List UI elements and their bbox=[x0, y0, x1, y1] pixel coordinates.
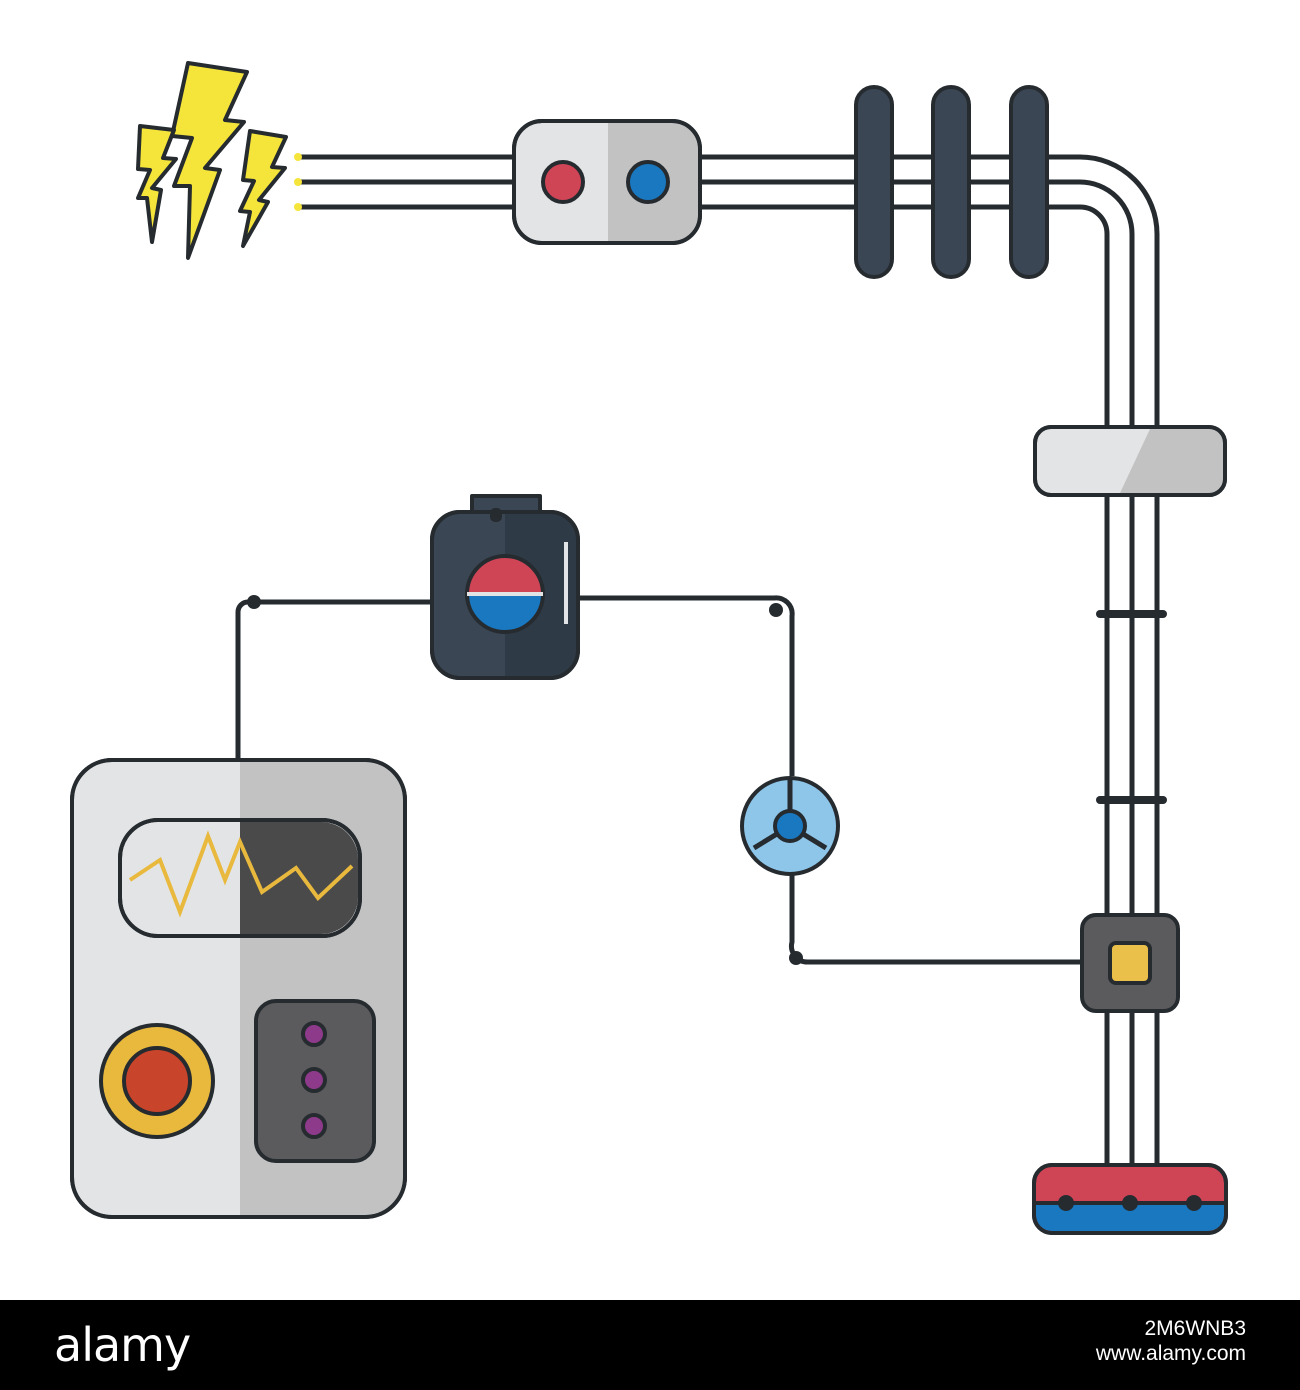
cable-rings-icon bbox=[854, 85, 1049, 279]
stock-image-id: 2M6WNB3 bbox=[1144, 1317, 1246, 1340]
switch-box-icon bbox=[430, 494, 580, 680]
indicator-lights bbox=[254, 999, 376, 1163]
junction-box-icon bbox=[1080, 913, 1180, 1013]
cable-bands bbox=[1096, 610, 1167, 804]
main-cable bbox=[300, 154, 1160, 1175]
wire-joints bbox=[247, 595, 803, 965]
cable-knob-icon bbox=[740, 776, 840, 876]
stock-footer-bar: alamy 2M6WNB3 www.alamy.com bbox=[0, 1300, 1300, 1390]
stock-site: www.alamy.com bbox=[1095, 1342, 1246, 1365]
terminal-strip-icon bbox=[1032, 1163, 1228, 1235]
wire-end-dots bbox=[294, 153, 302, 211]
stock-image-info: 2M6WNB3 www.alamy.com bbox=[1096, 1316, 1246, 1366]
lightning-bolts-icon bbox=[136, 61, 288, 260]
cable-clamp-icon bbox=[1033, 425, 1227, 497]
dial-button bbox=[99, 1023, 215, 1139]
electric-circuit-diagram bbox=[70, 61, 1228, 1235]
oscilloscope-screen bbox=[118, 818, 362, 938]
plug-connector-icon bbox=[512, 119, 702, 245]
stock-logo: alamy bbox=[54, 1318, 191, 1372]
control-panel-icon bbox=[70, 758, 407, 1219]
